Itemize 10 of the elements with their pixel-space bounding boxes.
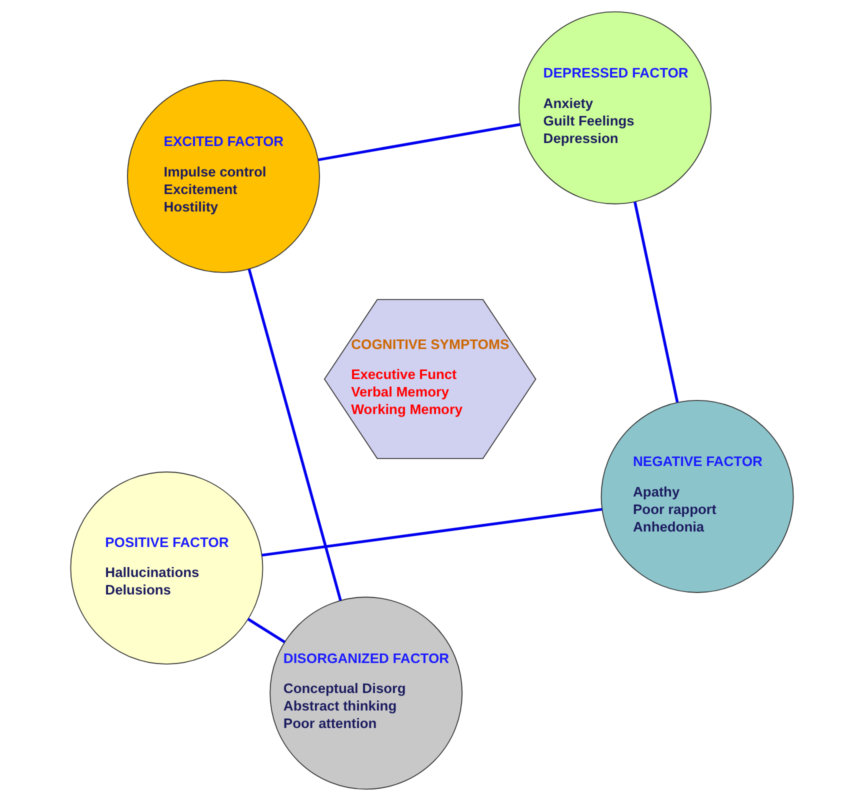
connector bbox=[248, 268, 342, 601]
node-circle: NEGATIVE FACTOR Apathy Poor rapport Anhedonia bbox=[600, 400, 794, 593]
connector bbox=[247, 618, 286, 644]
node-circle: POSITIVE FACTOR Hallucinations Delusions bbox=[70, 472, 264, 665]
connector bbox=[262, 508, 602, 557]
node-circle: DEPRESSED FACTOR Anxiety Guilt Feelings Depression bbox=[518, 11, 712, 204]
node-circle: DISORGANIZED FACTOR Conceptual Disorg Abstract thinking Poor attention bbox=[270, 596, 463, 790]
node-circle: EXCITED FACTOR Impulse control Excitement Hostility bbox=[127, 80, 320, 273]
connector bbox=[318, 123, 520, 162]
connector bbox=[634, 202, 679, 403]
